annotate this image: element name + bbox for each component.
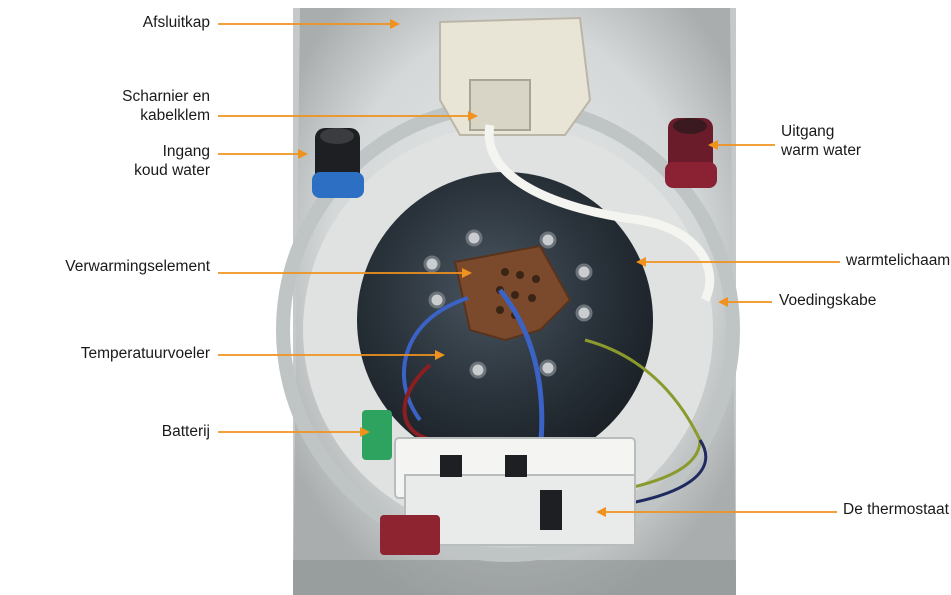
label-scharnier-kabelklem: Scharnier en kabelklem: [122, 87, 210, 125]
red-component: [380, 515, 440, 555]
label-line: Ingang: [162, 143, 210, 160]
label-batterij: Batterij: [162, 422, 210, 441]
label-line: koud water: [134, 162, 210, 179]
label-line: Batterij: [161, 423, 210, 440]
label-line: Afsluitkap: [142, 14, 210, 31]
label-thermostaat: De thermostaat: [843, 500, 949, 519]
label-voedingskabel: Voedingskabe: [779, 291, 876, 310]
label-line: Verwarmingselement: [65, 258, 210, 275]
flange-bolts: [423, 229, 593, 379]
label-line: Uitgang: [781, 123, 835, 140]
power-cable: [484, 124, 715, 303]
label-line: kabelklem: [140, 107, 210, 124]
label-line: Temperatuurvoeler: [80, 345, 210, 362]
label-line: warm water: [781, 142, 862, 159]
label-line: Voedingskabe: [779, 292, 877, 309]
label-afsluitkap: Afsluitkap: [143, 13, 210, 32]
battery: [362, 410, 392, 460]
label-temperatuurvoeler: Temperatuurvoeler: [81, 344, 210, 363]
label-line: De thermostaat: [843, 501, 949, 518]
label-ingang-koud-water: Ingang koud water: [134, 142, 210, 180]
label-line: Scharnier en: [122, 88, 210, 105]
label-warmtelichaam: warmtelichaam: [846, 251, 950, 270]
hot-water-outlet: [665, 118, 717, 188]
cold-water-inlet: [312, 128, 364, 198]
label-verwarmingselement: Verwarmingselement: [65, 257, 210, 276]
label-uitgang-warm-water: Uitgang warm water: [781, 122, 861, 160]
label-line: warmtelichaam: [846, 252, 951, 269]
